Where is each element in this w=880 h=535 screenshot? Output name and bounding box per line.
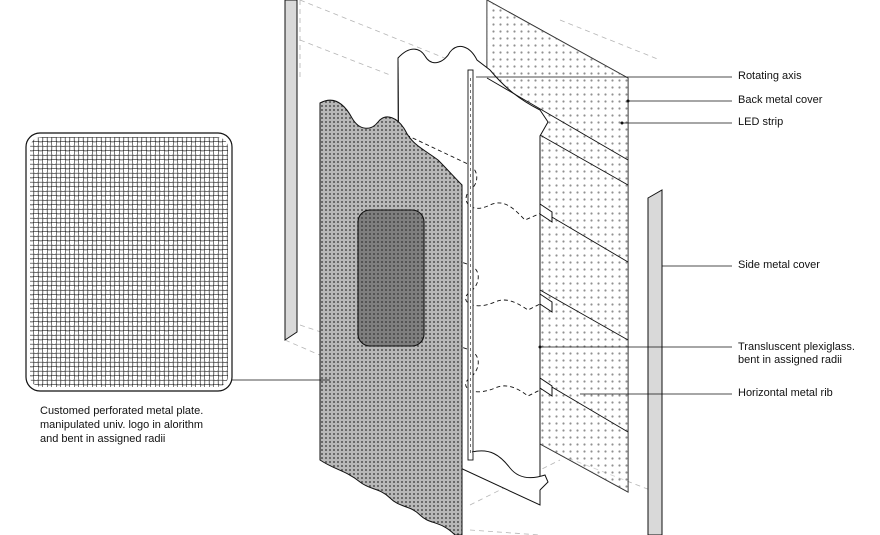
label-back-metal-cover: Back metal cover <box>738 94 823 106</box>
label-plexiglass-line2: bent in assigned radii <box>738 354 842 366</box>
label-plexiglass: Transluscent plexiglass. bent in assigne… <box>738 341 855 367</box>
left-side-metal-cover <box>284 0 298 341</box>
label-led-strip: LED strip <box>738 116 784 128</box>
back-cover-ribs <box>486 77 629 433</box>
rib-tabs <box>539 203 553 397</box>
inset-caption: Customed perforated metal plate. manipul… <box>40 404 280 446</box>
rotating-axis <box>467 69 474 461</box>
front-perforated-plate <box>319 99 463 535</box>
plexiglass-bottom <box>471 450 549 491</box>
label-rotating-axis: Rotating axis <box>738 70 802 82</box>
caption-line3: and bent in assigned radii <box>40 433 166 445</box>
leader-dots <box>538 99 630 349</box>
caption-line2: manipulated univ. logo in alorithm <box>40 419 204 431</box>
right-side-metal-cover <box>647 189 663 535</box>
label-plexiglass-line1: Transluscent plexiglass. <box>738 341 855 353</box>
leader-lines <box>232 76 732 395</box>
label-horizontal-rib: Horizontal metal rib <box>738 387 833 399</box>
label-side-metal-cover: Side metal cover <box>738 259 820 271</box>
perforation-detail-inset <box>25 132 233 392</box>
caption-line1: Customed perforated metal plate. <box>40 405 204 417</box>
